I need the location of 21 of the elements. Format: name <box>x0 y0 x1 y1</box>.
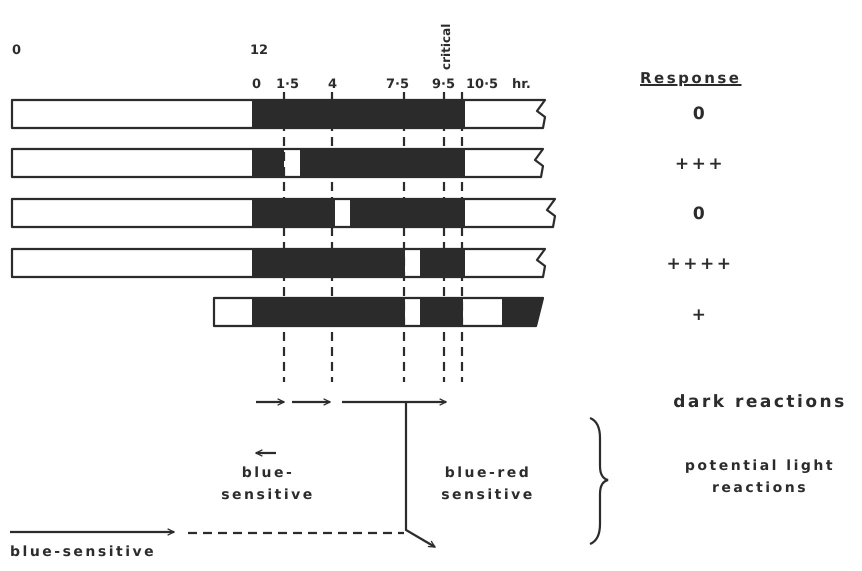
time-tick-label: 0 <box>252 78 262 93</box>
annotation: blue-sensitive <box>10 544 156 560</box>
time-tick-label: 12 <box>250 44 268 59</box>
annotation: blue- sensitive <box>220 464 316 506</box>
column-heading: Response <box>640 70 742 88</box>
annotation: blue-red sensitive <box>440 464 536 506</box>
response-value: 0 <box>692 205 708 225</box>
time-tick-label: 0 <box>12 44 22 59</box>
response-value: + <box>692 306 708 326</box>
response-value: 0 <box>692 105 708 125</box>
unit-label: hr. <box>512 78 531 93</box>
axis-label: critical <box>440 24 454 70</box>
annotation: dark reactions <box>673 393 847 413</box>
time-tick-label: 9·5 <box>432 78 456 93</box>
time-tick-label: 4 <box>328 78 338 93</box>
response-value: +++ <box>674 155 726 175</box>
time-tick-label: 10·5 <box>466 78 498 93</box>
annotation: potential light reactions <box>684 457 836 498</box>
response-value: ++++ <box>666 255 734 275</box>
time-tick-label: 1·5 <box>276 78 300 93</box>
time-tick-label: 7·5 <box>386 78 410 93</box>
